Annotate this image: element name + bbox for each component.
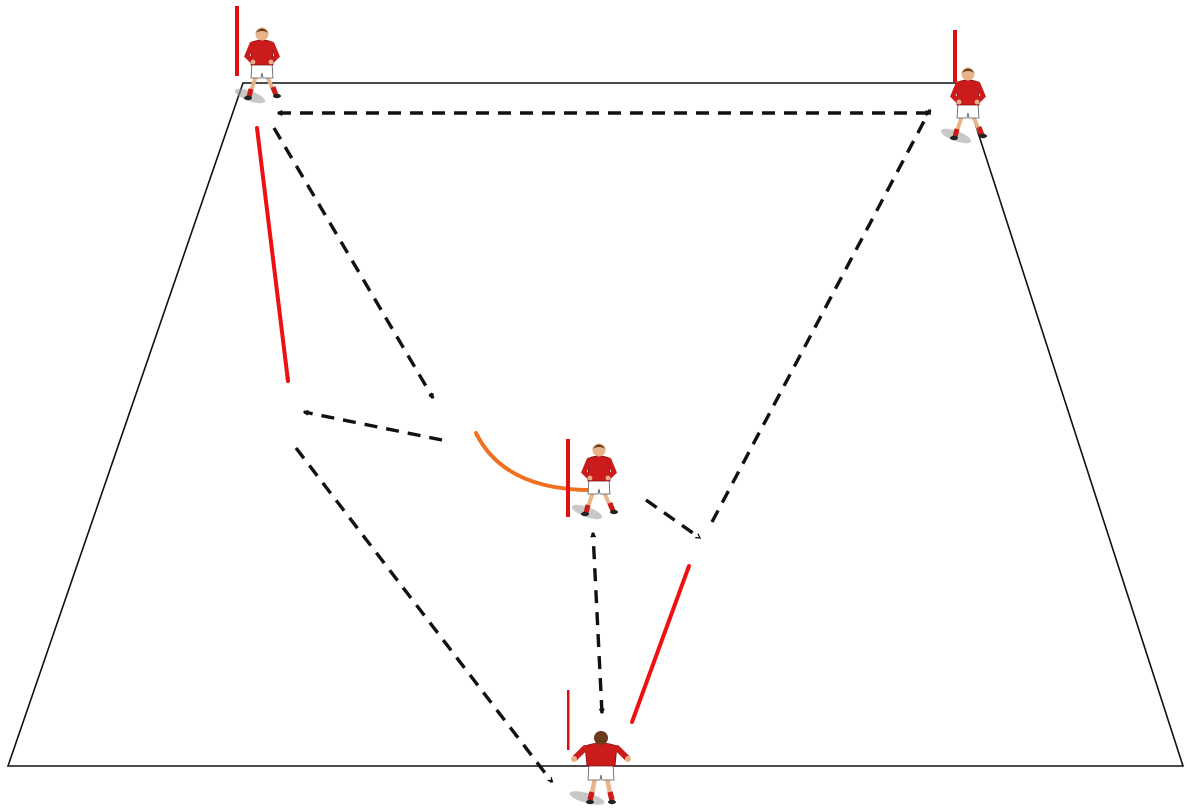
pole bbox=[953, 30, 957, 82]
pass-arrow-center-right bbox=[645, 498, 700, 540]
pass-arrow-bottom-up bbox=[593, 533, 602, 713]
pole bbox=[235, 6, 239, 76]
pole bbox=[567, 690, 570, 750]
pole bbox=[566, 439, 570, 517]
player-top-right bbox=[939, 30, 987, 146]
curve-run-arrow bbox=[474, 431, 600, 493]
pass-arrow-left-diagonal bbox=[294, 446, 554, 782]
pitch-outline bbox=[6, 82, 1185, 767]
run-arrow-left bbox=[255, 126, 288, 383]
pass-arrow-top-left-diagonal bbox=[272, 127, 435, 398]
run-arrow-bottom bbox=[630, 564, 691, 724]
pass-arrow-right-diagonal bbox=[710, 110, 932, 523]
player-top-left bbox=[233, 6, 281, 106]
player-bottom bbox=[567, 690, 631, 807]
player-center bbox=[566, 439, 618, 522]
pass-arrow-center-left bbox=[304, 412, 443, 442]
